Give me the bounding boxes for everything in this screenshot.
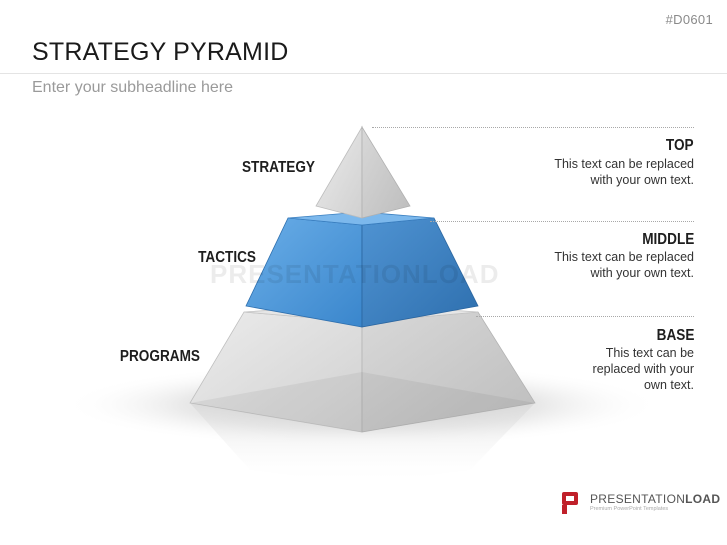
level-label-strategy: STRATEGY xyxy=(241,159,315,176)
leader-line-top xyxy=(372,127,694,128)
title-divider xyxy=(0,73,727,74)
watermark-text: PRESENTATIONLOAD xyxy=(210,259,499,289)
pyramid-reflection xyxy=(190,403,535,485)
logo-tagline: Premium PowerPoint Templates xyxy=(590,506,669,512)
side-head-middle: MIDDLE xyxy=(641,231,694,248)
page-subtitle: Enter your subheadline here xyxy=(32,79,234,96)
tier-middle[interactable] xyxy=(245,211,479,328)
side-text-middle: This text can be replaced with your own … xyxy=(554,250,694,280)
leader-line-base xyxy=(476,316,694,317)
side-head-top: TOP xyxy=(666,137,694,154)
page-title: STRATEGY PYRAMID xyxy=(32,38,289,66)
tier-top[interactable] xyxy=(315,125,411,219)
leader-line-middle xyxy=(430,221,694,222)
side-text-top: This text can be replaced with your own … xyxy=(554,157,694,187)
logo-wordmark: PRESENTATIONLOAD xyxy=(590,492,721,506)
level-label-tactics: TACTICS xyxy=(198,249,256,266)
level-label-programs: PROGRAMS xyxy=(119,348,200,365)
tier-base[interactable] xyxy=(189,303,536,433)
side-text-base: This text can be replaced with your own … xyxy=(592,346,694,392)
slide-id: #D0601 xyxy=(665,12,713,27)
side-head-base: BASE xyxy=(656,327,694,344)
logo-mark-icon xyxy=(562,492,578,514)
